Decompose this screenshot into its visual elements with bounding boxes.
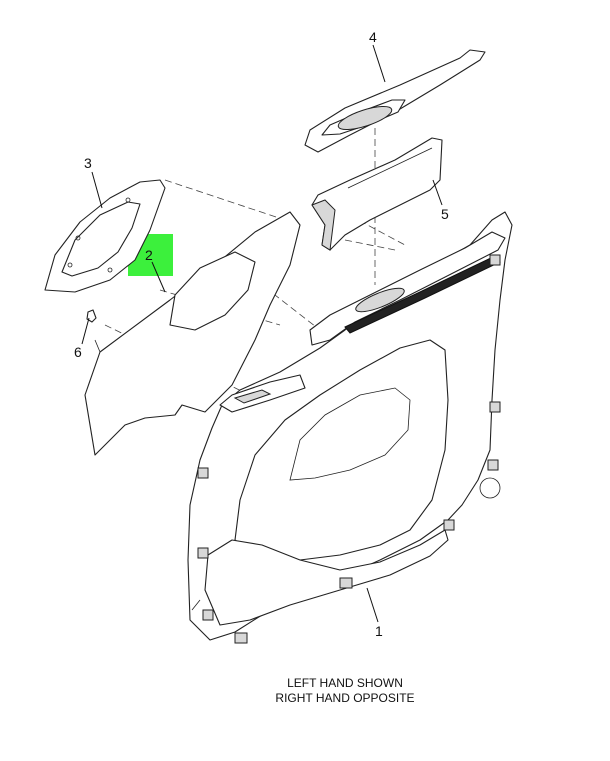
fastener-tab <box>489 254 501 266</box>
fastener-tab <box>197 467 209 479</box>
callout-4: 4 <box>369 29 377 45</box>
fastener-tab <box>489 401 501 413</box>
part-3-window-frame-trim <box>44 179 166 293</box>
caption-line-1: LEFT HAND SHOWN <box>287 676 403 690</box>
callout-leader-lines <box>81 44 443 623</box>
callout-2: 2 <box>145 247 153 263</box>
part-1-door-trim-panel <box>187 211 513 644</box>
fastener-tab <box>197 547 209 559</box>
fastener-tab <box>234 632 248 644</box>
fastener-tab <box>202 609 214 621</box>
fastener-tab <box>339 577 353 589</box>
diagram-caption: LEFT HAND SHOWN RIGHT HAND OPPOSITE <box>0 676 610 706</box>
drain-hole <box>479 477 501 499</box>
caption-line-2: RIGHT HAND OPPOSITE <box>275 691 415 705</box>
callout-3: 3 <box>84 155 92 171</box>
callout-1: 1 <box>375 623 383 639</box>
part-2-insulator-sheet <box>84 211 301 456</box>
callout-5: 5 <box>441 206 449 222</box>
part-4-armrest-trim <box>304 49 486 153</box>
fastener-tab <box>443 519 455 531</box>
callout-6: 6 <box>74 344 82 360</box>
fastener-tab <box>487 459 499 471</box>
part-6-clip <box>86 309 97 323</box>
part-5-pull-handle-bracket <box>311 137 443 251</box>
